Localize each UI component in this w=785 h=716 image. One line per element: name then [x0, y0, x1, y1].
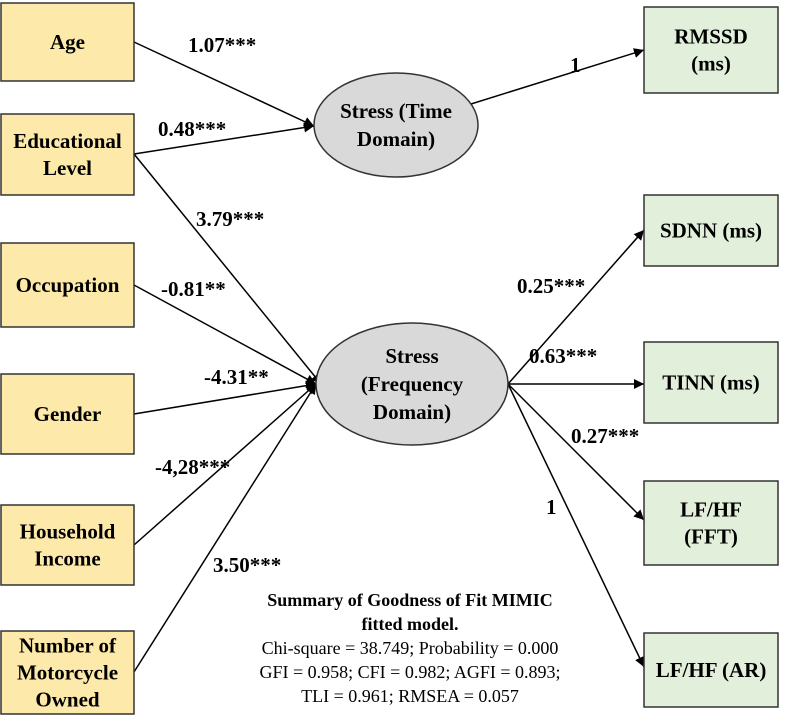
- coef-motorcycle-to-freq: 3.50***: [213, 553, 281, 577]
- cause-occupation-line-0: Occupation: [16, 273, 120, 297]
- indicator-box-lfhf_fft: LF/HF (FFT): [643, 480, 779, 566]
- coef-freq-to-lfhf_fft: 0.27***: [571, 424, 639, 448]
- cause-income-line-1: Income: [34, 547, 101, 571]
- coef-freq-to-lfhf_ar: 1: [546, 495, 557, 519]
- cause-box-gender-frame: [0, 373, 135, 455]
- cause-motorcycle-line-0: Number of: [19, 634, 117, 658]
- arrow-age-to-time: [133, 41, 315, 127]
- coef-freq-to-sdnn: 0.25***: [517, 274, 585, 298]
- latent-freq-ellipse: [315, 322, 509, 446]
- latent-time-line-0: Stress (Time: [340, 99, 452, 123]
- summary-line-1: GFI = 0.958; CFI = 0.982; AGFI = 0.893;: [260, 662, 561, 682]
- cause-motorcycle-line-1: Motorcycle: [17, 661, 118, 685]
- path-arrows: [133, 41, 645, 673]
- cause-education-line-0: Educational: [13, 129, 122, 153]
- latent-freq-line-0: Stress: [385, 344, 438, 368]
- indicator-sdnn-line-0: SDNN (ms): [660, 219, 762, 243]
- cause-motorcycle-line-2: Owned: [35, 688, 100, 712]
- cause-box-age: Age: [0, 2, 135, 82]
- cause-box-occupation: Occupation: [0, 242, 135, 328]
- arrow-income-to-freq: [133, 383, 317, 546]
- indicator-tinn-line-0: TINN (ms): [662, 371, 759, 395]
- summary-title-line-0: Summary of Goodness of Fit MIMIC: [267, 590, 553, 610]
- summary-title-line-1: fitted model.: [362, 614, 459, 634]
- indicator-box-lfhf_fft-frame: [643, 480, 779, 566]
- arrow-freq-to-sdnn: [507, 229, 645, 385]
- indicator-box-tinn-frame: [643, 341, 779, 424]
- summary-line-0: Chi-square = 38.749; Probability = 0.000: [262, 638, 559, 658]
- latent-time-line-1: Domain): [357, 127, 435, 151]
- indicator-box-sdnn-frame: [643, 194, 779, 267]
- coef-education-to-time: 0.48***: [158, 117, 226, 141]
- arrow-education-to-time: [133, 122, 315, 155]
- cause-box-gender: Gender: [0, 373, 135, 455]
- coef-age-to-time: 1.07***: [188, 33, 256, 57]
- cause-age-line-0: Age: [50, 30, 85, 54]
- arrow-motorcycle-to-freq: [133, 383, 317, 673]
- coef-income-to-freq: -4,28***: [155, 455, 230, 479]
- cause-box-motorcycle-frame: [0, 630, 135, 715]
- arrow-time-to-rmssd: [470, 48, 645, 105]
- latent-freq-line-1: (Frequency: [361, 372, 464, 396]
- indicator-box-rmssd: RMSSD (ms): [643, 6, 779, 94]
- coef-occupation-to-freq: -0.81**: [161, 277, 226, 301]
- indicator-box-lfhf_ar-frame: [643, 632, 779, 708]
- arrow-freq-to-lfhf_fft: [507, 383, 645, 521]
- arrow-education-to-freq: [133, 153, 322, 385]
- indicator-lfhf_fft-line-0: LF/HF: [680, 498, 742, 522]
- cause-gender-line-0: Gender: [34, 402, 102, 426]
- path-coefficients: 1.07*** 0.48*** 3.79*** -0.81** -4.31** -4,28…: [155, 33, 639, 577]
- indicator-box-sdnn: SDNN (ms): [643, 194, 779, 267]
- arrow-gender-to-freq: [133, 380, 317, 415]
- indicator-lfhf_fft-line-1: (FFT): [684, 525, 738, 549]
- indicator-box-tinn: TINN (ms): [643, 341, 779, 424]
- latent-freq-line-2: Domain): [373, 400, 451, 424]
- arrow-occupation-to-freq: [133, 284, 317, 385]
- coef-gender-to-freq: -4.31**: [204, 365, 269, 389]
- coef-time-to-rmssd: 1: [570, 53, 581, 77]
- indicator-box-lfhf_ar: LF/HF (AR): [643, 632, 779, 708]
- arrow-freq-to-lfhf_ar: [507, 383, 645, 668]
- indicator-box-rmssd-frame: [643, 6, 779, 94]
- cause-education-line-1: Level: [43, 156, 92, 180]
- indicator-rmssd-line-1: (ms): [691, 52, 731, 76]
- latent-time-ellipse: [313, 72, 479, 178]
- summary-line-2: TLI = 0.961; RMSEA = 0.057: [301, 686, 519, 706]
- coef-education-to-freq: 3.79***: [196, 207, 264, 231]
- cause-income-line-0: Household: [20, 520, 116, 544]
- cause-box-occupation-frame: [0, 242, 135, 328]
- coef-freq-to-tinn: 0.63***: [529, 344, 597, 368]
- cause-box-age-frame: [0, 2, 135, 82]
- cause-box-income-frame: [0, 504, 135, 586]
- indicator-lfhf_ar-line-0: LF/HF (AR): [656, 658, 767, 682]
- fit-summary: Summary of Goodness of Fit MIMIC fitted m…: [260, 590, 561, 706]
- cause-box-education-frame: [0, 113, 135, 196]
- indicator-rmssd-line-0: RMSSD: [674, 25, 748, 49]
